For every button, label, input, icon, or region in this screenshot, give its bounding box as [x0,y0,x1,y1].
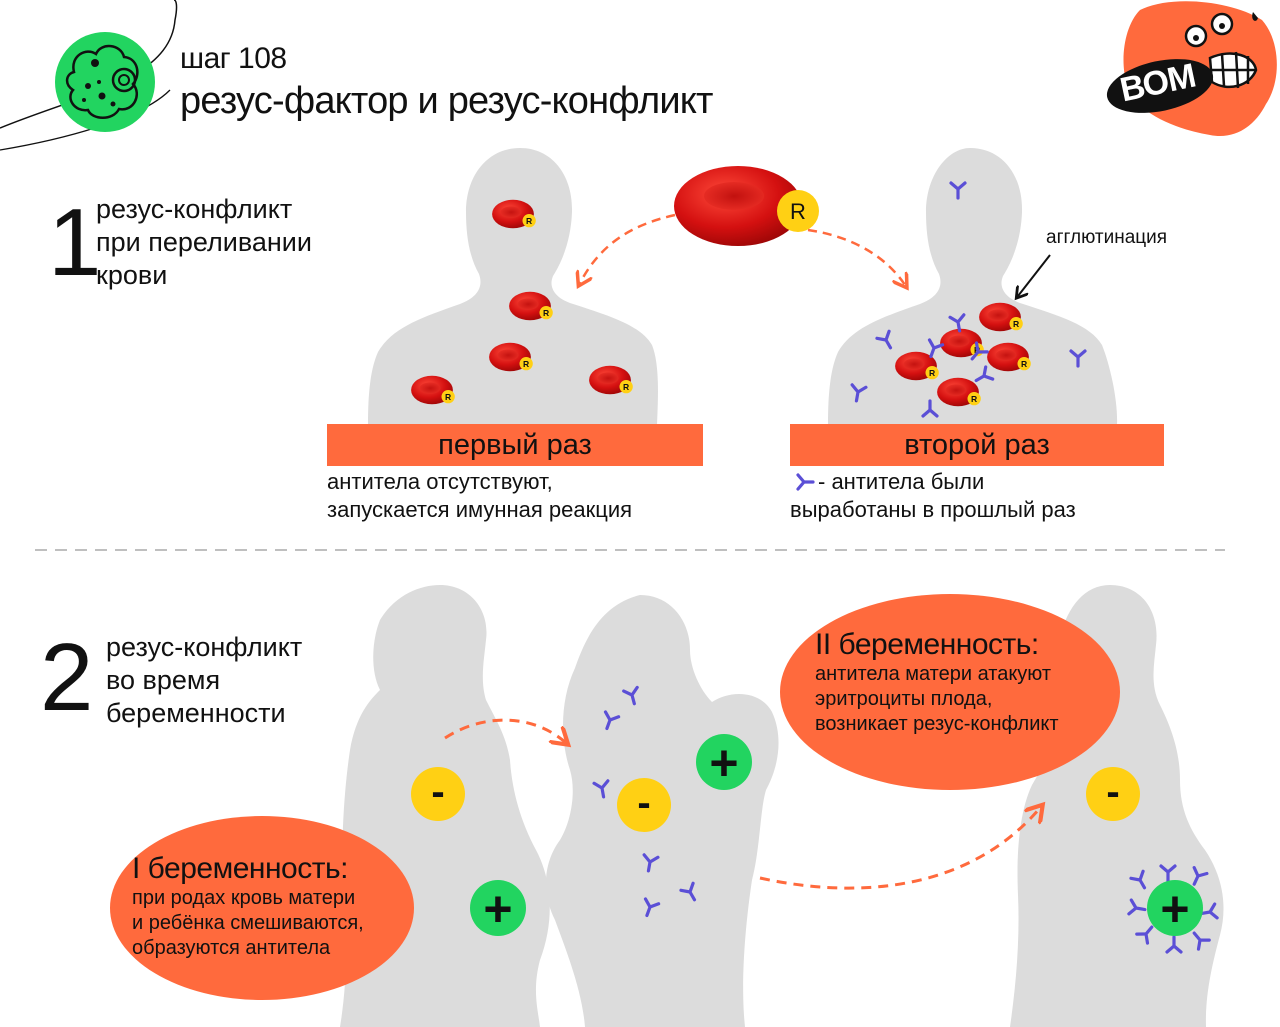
second-pregnancy-line: эритроциты плода, [815,688,993,710]
section-2-title-line: во время [106,665,221,695]
positive-sign: + [483,881,513,937]
section-1-title-line: крови [96,260,168,290]
first-pregnancy-line: и ребёнка смешиваются, [132,912,364,934]
section-1-title: резус-конфликт при переливании крови [96,193,312,292]
torso-silhouette-first [368,148,658,425]
vom-logo [1106,1,1277,137]
rh-marker-label: R [790,199,806,224]
cell-icon [55,32,155,132]
first-pregnancy-heading: I беременность: [132,852,348,885]
negative-sign: - [637,781,651,825]
first-pregnancy-text: I беременность: при родах кровь матери и… [132,852,402,961]
second-pregnancy-heading: II беременность: [815,628,1039,661]
caption-line: запускается имунная реакция [327,497,633,522]
positive-sign: + [709,735,739,791]
second-pregnancy-line: возникает резус-конфликт [815,713,1059,735]
section-1-title-line: резус-конфликт [96,194,293,224]
rh-negative-circle [617,778,671,832]
first-time-caption: антитела отсутствуют, запускается имунна… [327,468,632,524]
second-time-caption: - антитела были выработаны в прошлый раз [790,468,1076,524]
donor-red-blood-cell [674,166,819,246]
arrow-to-second [807,228,905,285]
negative-sign: - [431,770,445,814]
first-time-bar: первый раз [327,424,703,466]
second-time-bar: второй раз [790,424,1164,466]
decorative-curve [0,0,178,129]
second-pregnancy-text: II беременность: антитела матери атакуют… [815,628,1095,737]
agglutination-arrow [1018,254,1051,296]
section-number-2: 2 [40,624,93,731]
section-2-title: резус-конфликт во время беременности [106,631,302,730]
arrow-to-first [580,213,676,283]
rh-negative-circle [1086,767,1140,821]
negative-sign: - [1106,770,1120,814]
first-pregnancy-line: при родах кровь матери [132,887,356,909]
rh-positive-circle [470,880,526,936]
torso-silhouette-second [828,148,1118,425]
section-2-title-line: резус-конфликт [106,632,303,662]
second-pregnancy-bubble [780,594,1120,790]
caption-line: антитела отсутствуют, [327,469,553,494]
first-pregnancy-line: образуются антитела [132,937,331,959]
caption-line: выработаны в прошлый раз [790,497,1076,522]
caption-line: - антитела были [818,469,985,494]
page-title: резус-фактор и резус-конфликт [180,80,713,122]
arrow-to-third-figure [759,808,1040,890]
section-number-1: 1 [48,189,101,296]
section-2-title-line: беременности [106,698,286,728]
step-label: шаг 108 [180,42,287,75]
agglutination-label: агглютинация [1046,227,1168,248]
first-pregnancy-bubble [110,816,414,1000]
second-pregnancy-line: антитела матери атакуют [815,663,1052,685]
positive-sign: + [1160,881,1190,937]
rh-negative-circle [411,767,465,821]
rh-positive-circle [696,734,752,790]
rh-positive-circle [1147,880,1203,936]
section-1-title-line: при переливании [96,227,312,257]
